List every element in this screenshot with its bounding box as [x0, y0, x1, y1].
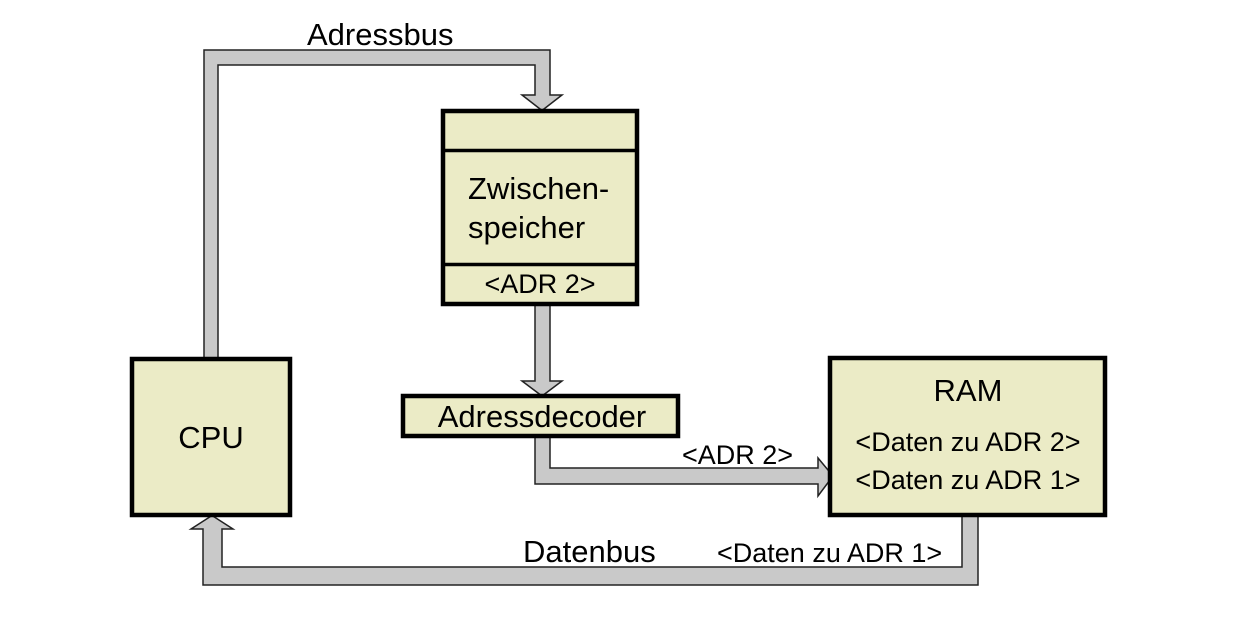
ram-rect — [827, 355, 1108, 518]
adressdecoder-box: Adressdecoder — [400, 393, 681, 439]
ram-data-row-adr1: <Daten zu ADR 1> — [855, 465, 1080, 495]
adressbus: Adressbus — [203, 17, 565, 360]
cpu-rect — [129, 356, 293, 518]
adressbus-arrow-line — [203, 49, 565, 360]
adressdecoder-label: Adressdecoder — [438, 399, 647, 434]
zwischenspeicher-address-slot: <ADR 2> — [484, 269, 595, 299]
ram-data-row-adr2: <Daten zu ADR 2> — [855, 427, 1080, 457]
adressdecoder-rect — [400, 393, 681, 439]
buffer-to-decoder-arrow-line — [519, 303, 565, 397]
adressbus-label: Adressbus — [307, 17, 453, 52]
buffer-to-decoder-bus — [519, 303, 565, 397]
zwischenspeicher-rect — [440, 108, 640, 307]
zwischenspeicher-box: Zwischen- speicher <ADR 2> — [440, 108, 640, 307]
decoder-to-ram-bus: <ADR 2> — [534, 435, 834, 499]
datenbus: Datenbus <Daten zu ADR 1> — [188, 514, 979, 586]
zwischenspeicher-label-line2: speicher — [468, 210, 585, 245]
ram-label: RAM — [934, 373, 1003, 408]
cpu-label: CPU — [178, 420, 243, 455]
ram-box: RAM <Daten zu ADR 2> <Daten zu ADR 1> — [827, 355, 1108, 518]
cpu-box: CPU — [129, 356, 293, 518]
adr2-bus-label: <ADR 2> — [682, 440, 793, 470]
decoder-to-ram-arrow-line — [534, 435, 834, 499]
daten-zu-adr1-bus-label: <Daten zu ADR 1> — [717, 538, 942, 568]
zwischenspeicher-label-line1: Zwischen- — [468, 171, 609, 206]
datenbus-label: Datenbus — [523, 534, 656, 569]
datenbus-arrow-line — [188, 514, 979, 586]
